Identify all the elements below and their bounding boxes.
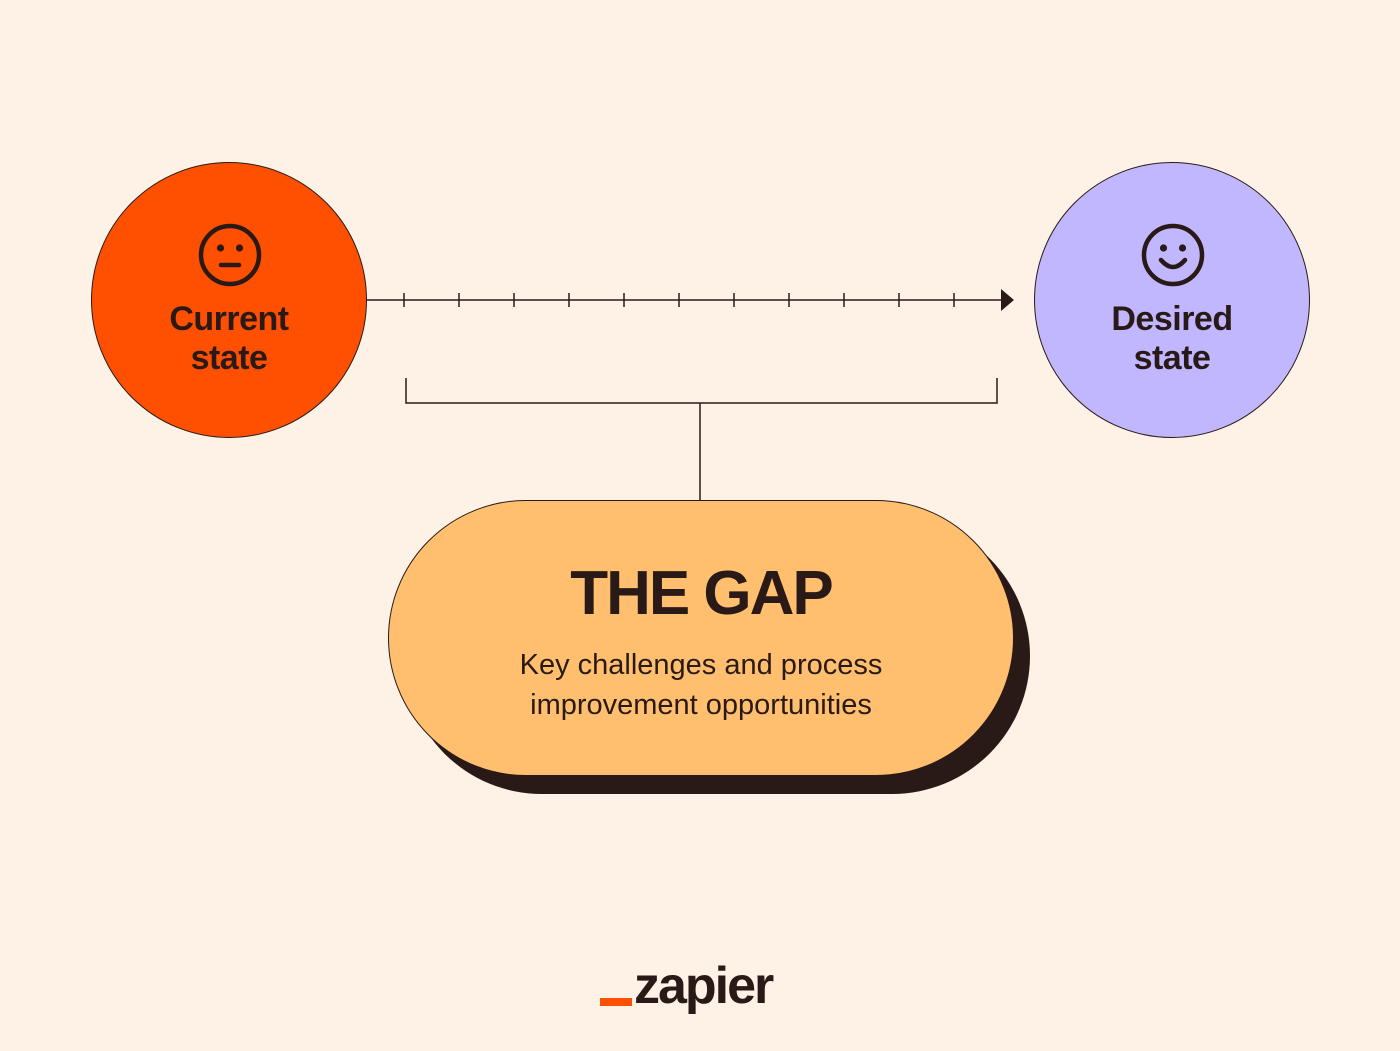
- gap-subtitle: Key challenges and process improvement o…: [389, 645, 1013, 725]
- desired-state-circle: Desired state: [1034, 162, 1310, 438]
- desired-state-label-line1: Desired: [1111, 300, 1233, 338]
- timeline-arrowhead: [1001, 289, 1014, 311]
- neutral-face-icon: [198, 223, 262, 287]
- desired-state-label-line2: state: [1133, 339, 1211, 377]
- gap-subtitle-line1: Key challenges and process: [519, 649, 883, 681]
- logo-underscore: [600, 998, 632, 1006]
- logo-wordmark: zapier: [634, 957, 774, 1015]
- gap-pill: THE GAP Key challenges and process impro…: [388, 500, 1014, 776]
- gap-subtitle-line2: improvement opportunities: [530, 689, 872, 721]
- gap-bracket: [405, 378, 998, 404]
- timeline-ticks: [403, 293, 955, 307]
- gap-title: THE GAP: [570, 559, 834, 628]
- current-state-label: Current state: [92, 300, 366, 378]
- desired-state-label: Desired state: [1035, 300, 1309, 378]
- current-state-circle: Current state: [91, 162, 367, 438]
- current-state-label-line2: state: [190, 339, 268, 377]
- smiling-face-icon: [1141, 223, 1205, 287]
- zapier-logo: zapier: [600, 955, 810, 1025]
- current-state-label-line1: Current: [169, 300, 289, 338]
